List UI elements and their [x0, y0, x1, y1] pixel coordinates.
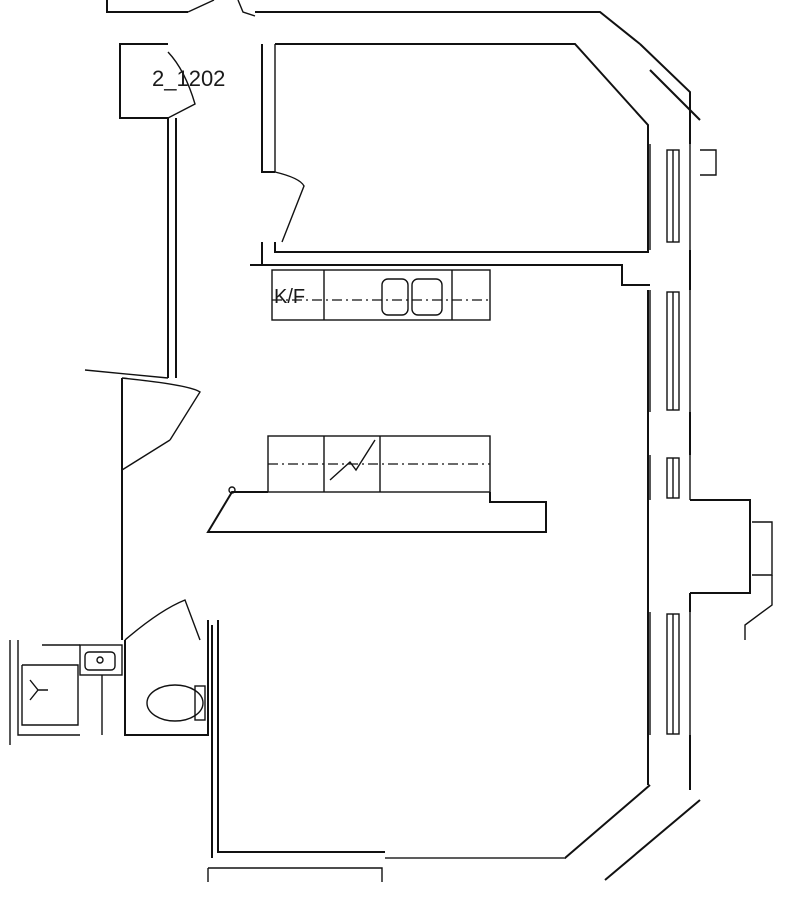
toilet [146, 684, 204, 722]
living-room-walls [211, 290, 649, 858]
storage-unit [206, 435, 547, 533]
sink-left-bowl [381, 278, 409, 316]
corridor-walls [84, 43, 201, 640]
outer-perimeter-wall [207, 11, 773, 882]
top-entry-walls [106, 0, 256, 17]
kitchen-counter: K/F [271, 269, 491, 321]
upper-room-walls [250, 43, 650, 286]
kitchen-label: K/F [274, 286, 305, 308]
room-number-label: 2_1202 [152, 66, 225, 91]
bathroom [9, 599, 209, 745]
sink-right-bowl [411, 278, 443, 316]
windows [649, 144, 691, 735]
